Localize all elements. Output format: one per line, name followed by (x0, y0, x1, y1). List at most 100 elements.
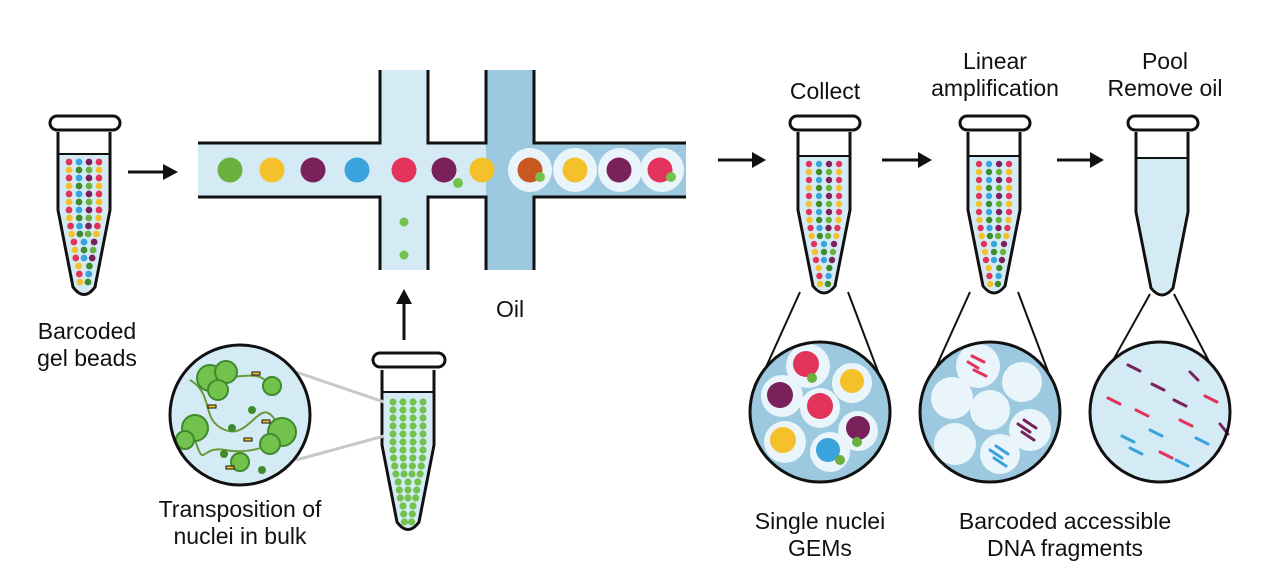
nucleus-dot (419, 414, 427, 422)
gem-dot (825, 168, 833, 176)
nucleus-dot (416, 470, 424, 478)
bead-dot (90, 238, 98, 246)
gem-dot (825, 192, 833, 200)
gem-dot (975, 160, 983, 168)
nucleus-dot (413, 486, 421, 494)
gem-dot (805, 168, 813, 176)
bead-dot (85, 174, 93, 182)
nucleus-dot (389, 414, 397, 422)
bead-dot (67, 222, 74, 230)
nucleus-dot (417, 462, 425, 470)
bead-dot (95, 166, 103, 174)
arrows (128, 152, 1104, 340)
gem-dot (990, 248, 998, 256)
amplification-tube-icon (958, 114, 1032, 295)
gel-bead (562, 157, 588, 183)
bead-dot (72, 254, 80, 262)
bead-dot (66, 214, 73, 222)
arrow-up-icon (396, 289, 412, 340)
bead-dot (75, 214, 83, 222)
gem-dot (980, 240, 988, 248)
gem-dot (816, 232, 824, 240)
gem-dot (835, 216, 842, 224)
nucleus-dot (399, 414, 407, 422)
nucleus-dot (419, 406, 427, 414)
nucleus-dot (414, 478, 422, 486)
nucleus-dot (404, 478, 412, 486)
bead-dot (85, 158, 93, 166)
gem-dot (810, 240, 818, 248)
bead-dot (95, 182, 103, 190)
nucleus-dot (535, 172, 545, 182)
bead-dot (70, 238, 78, 246)
gem-dot (995, 216, 1002, 224)
gem-dot (835, 192, 843, 200)
bead-dot (86, 262, 93, 270)
gem-dot (1005, 216, 1012, 224)
gem-zoom-icon (748, 340, 892, 484)
gem-dot (986, 272, 993, 280)
gem-dot (977, 224, 984, 232)
gem-dot (986, 216, 993, 224)
gem-dot (805, 192, 813, 200)
gem-dot (815, 264, 822, 272)
bead-dot (75, 174, 83, 182)
bead-dot (76, 278, 84, 286)
gem-dot (995, 176, 1003, 184)
nucleus-dot (419, 446, 427, 454)
bead-dot (85, 214, 93, 222)
gem-dot (1005, 192, 1013, 200)
chip-beads (217, 157, 676, 188)
gem-dot (978, 232, 985, 240)
nucleus-dot (399, 446, 407, 454)
bead-dot (84, 230, 92, 238)
gem-dot (982, 256, 990, 264)
nucleus-dot (666, 172, 676, 182)
gem-dot (825, 160, 833, 168)
gem-dot (975, 208, 983, 216)
bead-dot (80, 254, 88, 262)
bead-dot (75, 166, 83, 174)
gem-dot (825, 184, 833, 192)
bead-dot (65, 198, 73, 206)
nucleus-dot (419, 398, 427, 406)
gem-dot (995, 272, 1002, 280)
nucleus-dot (419, 430, 427, 438)
gem-dot (975, 192, 983, 200)
nucleus-dot (408, 470, 416, 478)
gel-bead (217, 157, 243, 183)
gem-dot (825, 216, 832, 224)
gem-dot (995, 224, 1002, 232)
gem-dot (825, 224, 832, 232)
bead-dot (94, 222, 101, 230)
bead-dot (65, 166, 73, 174)
bead-dot (84, 278, 92, 286)
gem-dot (805, 208, 813, 216)
microfluidic-chip (198, 70, 686, 270)
gem-dot (816, 272, 823, 280)
nucleus-dot (389, 438, 397, 446)
nucleus-dot (394, 478, 402, 486)
nucleus-dot (404, 494, 412, 502)
gem-dot (990, 240, 998, 248)
gem-dot (815, 160, 823, 168)
gel-bead (259, 157, 285, 183)
gem-dot (995, 160, 1003, 168)
gel-bead (391, 157, 417, 183)
bead-dot (75, 198, 83, 206)
nucleus-dot (395, 486, 403, 494)
gem-dot (985, 208, 993, 216)
gem-dot (999, 248, 1007, 256)
nucleus-dot (399, 398, 407, 406)
gem-dot (985, 160, 993, 168)
gem-dot (826, 264, 833, 272)
bead-dot (65, 206, 73, 214)
bead-dot (85, 166, 93, 174)
gem-dot (833, 232, 840, 240)
bead-dot (71, 246, 79, 254)
nucleus-dot (409, 454, 417, 462)
gem-dot (815, 176, 823, 184)
gem-dot (986, 232, 994, 240)
gem-dot (995, 168, 1003, 176)
